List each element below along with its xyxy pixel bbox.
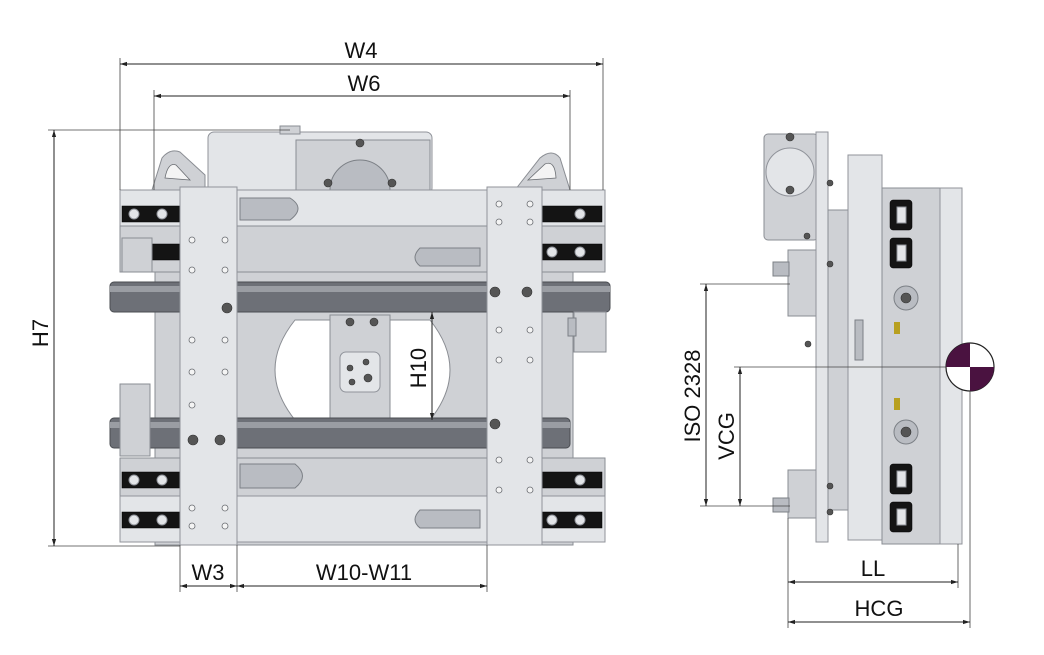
center-of-gravity-symbol bbox=[945, 342, 995, 392]
side-view: ISO 2328 VCG LL HCG bbox=[680, 131, 995, 628]
fork-right bbox=[486, 186, 543, 546]
cylinder-cap-4 bbox=[414, 509, 481, 529]
iso-2328-label: ISO 2328 bbox=[680, 350, 705, 443]
slide-pads-right bbox=[539, 205, 603, 529]
hcg-label: HCG bbox=[855, 596, 904, 621]
guide-profiles bbox=[889, 199, 913, 533]
w3-label: W3 bbox=[192, 560, 225, 585]
side-plate-1 bbox=[815, 131, 829, 543]
cylinder-cap-3 bbox=[239, 463, 303, 489]
h7-label: H7 bbox=[28, 319, 53, 347]
w6-label: W6 bbox=[348, 71, 381, 96]
fork-left bbox=[179, 186, 238, 546]
ll-label: LL bbox=[861, 556, 885, 581]
w10-w11-label: W10-W11 bbox=[316, 560, 412, 585]
front-view: W4 W6 H7 H10 W3 W10-W11 bbox=[28, 38, 611, 592]
h10-label: H10 bbox=[406, 348, 431, 388]
side-plate-2 bbox=[847, 154, 883, 541]
w4-label: W4 bbox=[345, 38, 378, 63]
vcg-label: VCG bbox=[714, 412, 739, 460]
cylinder-cap-1 bbox=[239, 197, 299, 221]
cylinder-cap-2 bbox=[414, 247, 481, 267]
